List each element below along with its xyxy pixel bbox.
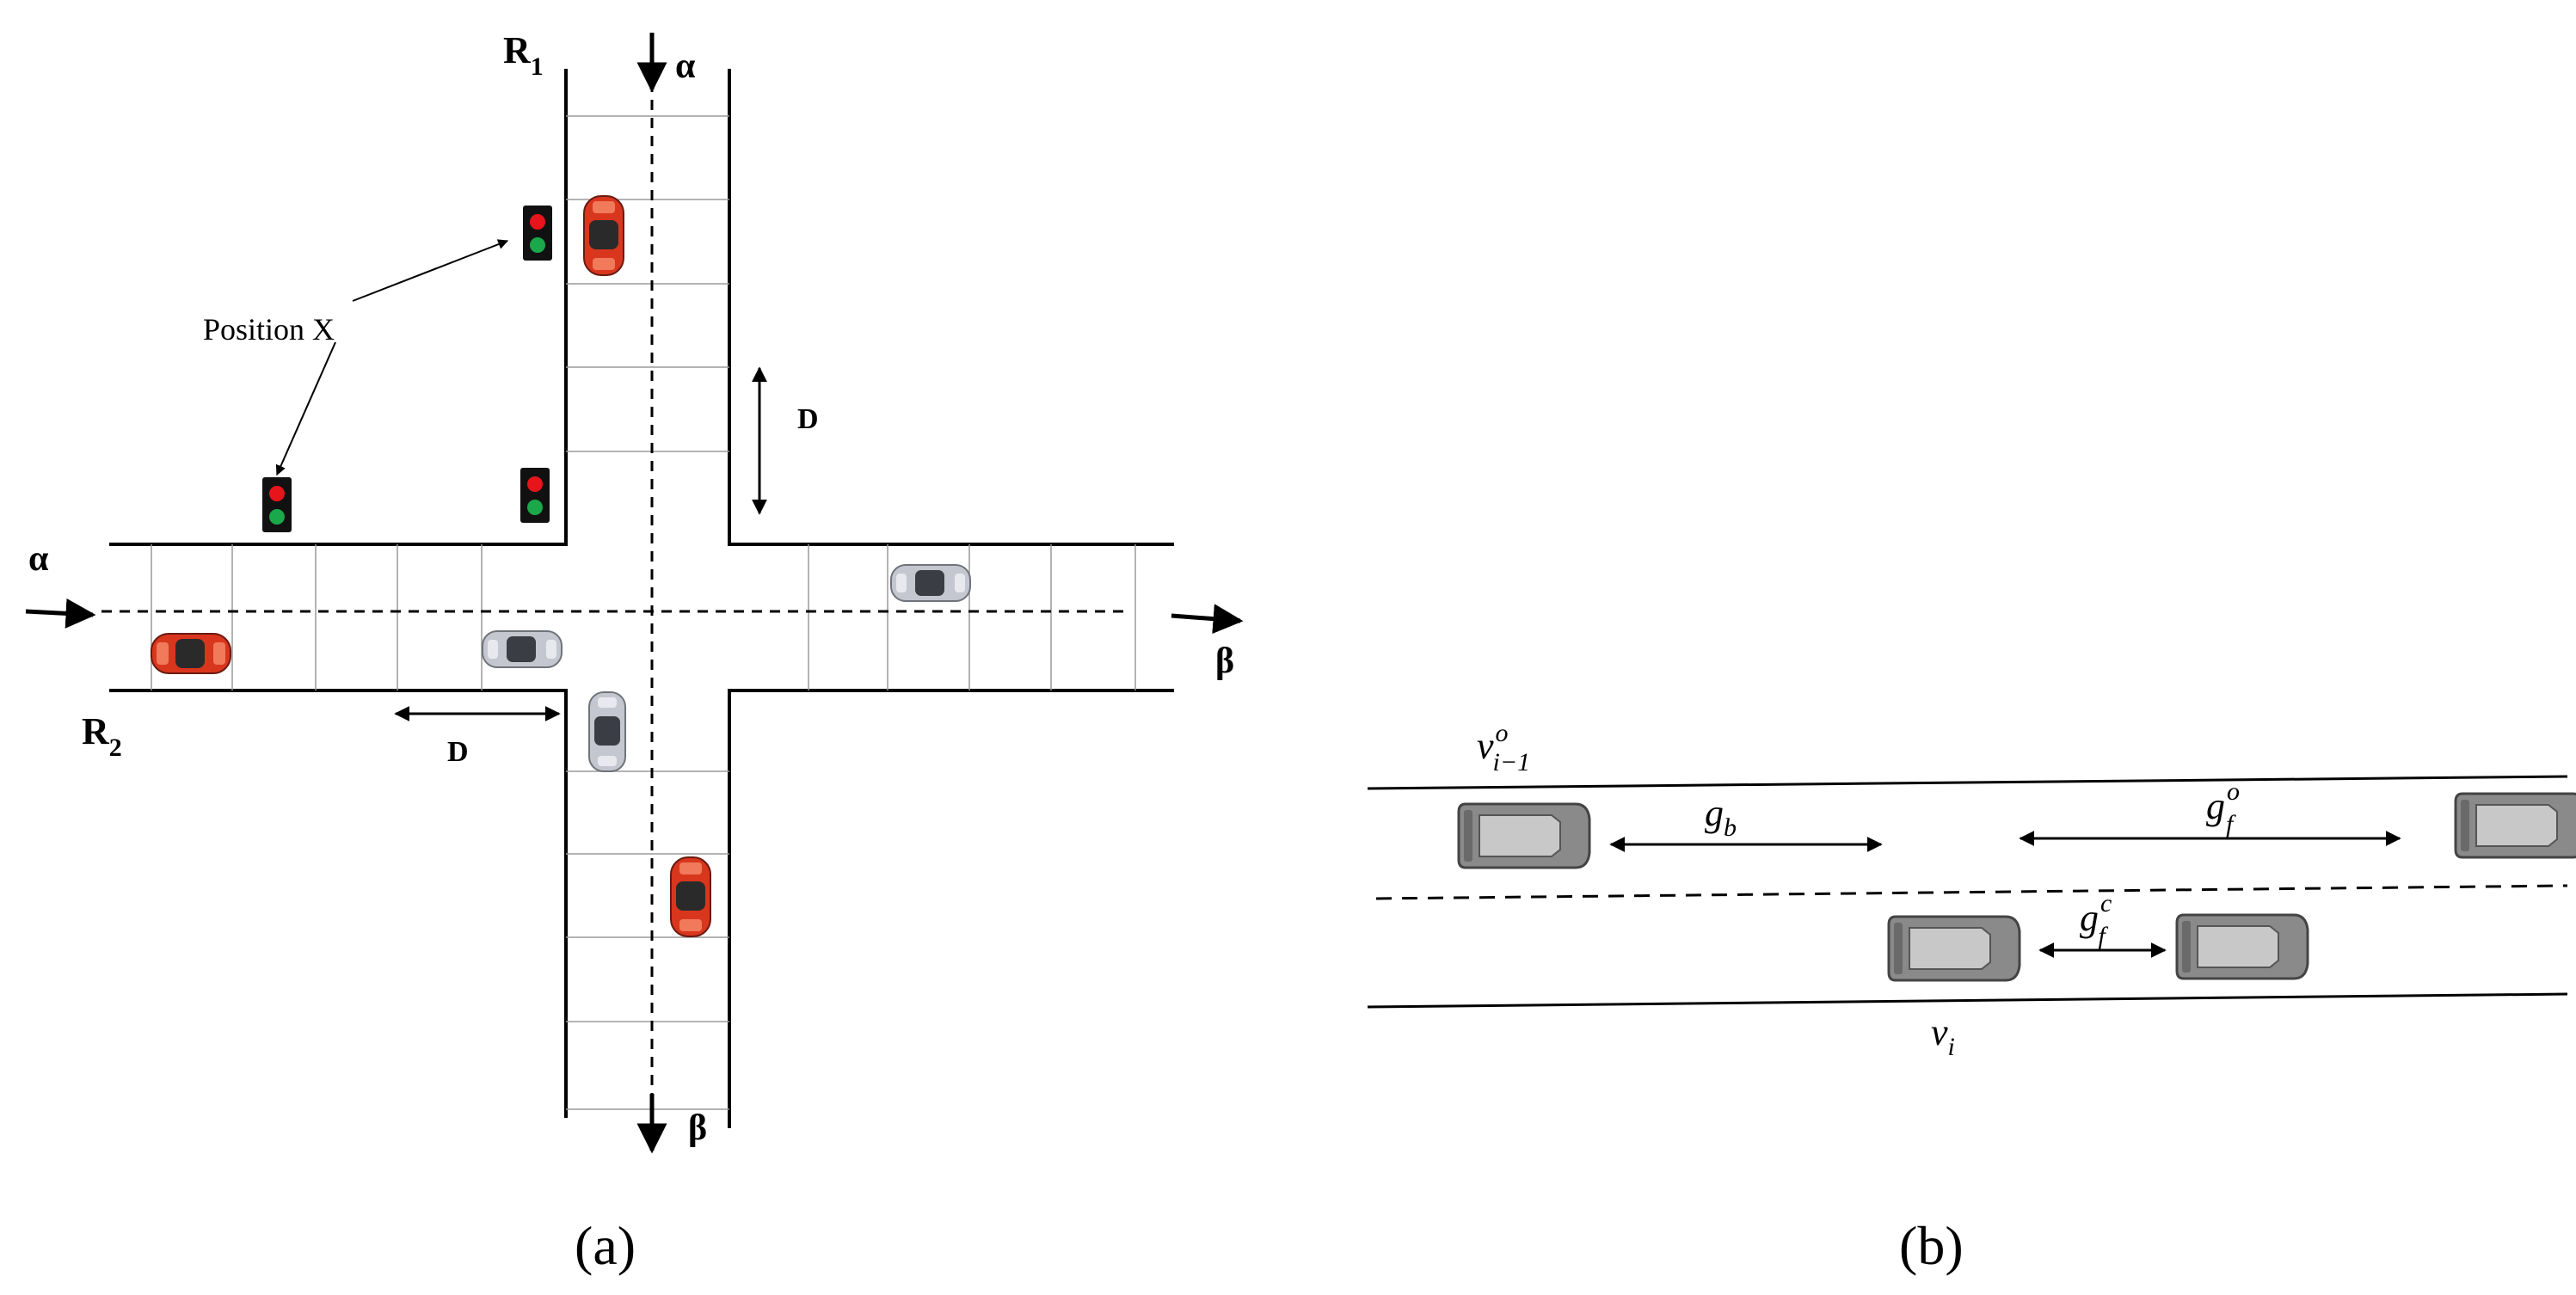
pointer-to-upper-light <box>352 239 509 302</box>
gap-label-gb: gb <box>1705 792 1737 842</box>
silver-car-icon <box>588 691 626 772</box>
pointer-to-lower-light <box>275 341 336 476</box>
alpha-top-label: α <box>675 46 696 86</box>
caption-a: (a) <box>575 1215 636 1276</box>
beta-right-label: β <box>1215 641 1234 681</box>
distance-label-vertical: D <box>797 403 819 435</box>
caption-b: (b) <box>1899 1215 1964 1276</box>
road-edges <box>109 69 1174 1128</box>
position-pointers <box>275 239 509 476</box>
traffic-light-icon <box>520 468 550 523</box>
arrow-left-in <box>25 598 96 629</box>
distance-markers <box>394 366 767 721</box>
silver-car-icon <box>482 630 563 668</box>
highway-edges <box>1367 775 2568 1009</box>
gray-car-icon <box>2454 792 2576 859</box>
vehicle-label-v-i: vi <box>1931 1011 1955 1061</box>
road-r2-label: R2 <box>82 710 122 762</box>
lane-divider-dashed <box>1375 884 2568 900</box>
panel-a-intersection: R1 R2 α α β β D D Position X (a) <box>25 29 1244 1276</box>
distance-label-horizontal: D <box>447 736 469 768</box>
direction-arrows <box>25 33 1244 1154</box>
alpha-left-label: α <box>28 539 49 579</box>
arrow-right-out <box>1171 604 1244 635</box>
red-car-icon <box>151 633 231 674</box>
road-r1-label: R1 <box>503 29 544 81</box>
center-dashed-lines <box>101 82 1131 1096</box>
gap-arrows <box>1609 831 2401 958</box>
silver-car-icon <box>890 564 971 602</box>
traffic-light-icon <box>262 477 292 532</box>
lane-grid <box>151 115 1136 1110</box>
position-x-label: Position X <box>203 312 335 347</box>
red-car-icon <box>583 195 624 276</box>
red-car-icon <box>670 856 711 937</box>
gray-car-icon <box>1887 915 2021 982</box>
gray-car-icon <box>1457 802 1591 869</box>
gray-car-icon <box>2175 913 2309 980</box>
traffic-light-icon <box>523 206 552 261</box>
beta-bottom-label: β <box>688 1108 707 1148</box>
